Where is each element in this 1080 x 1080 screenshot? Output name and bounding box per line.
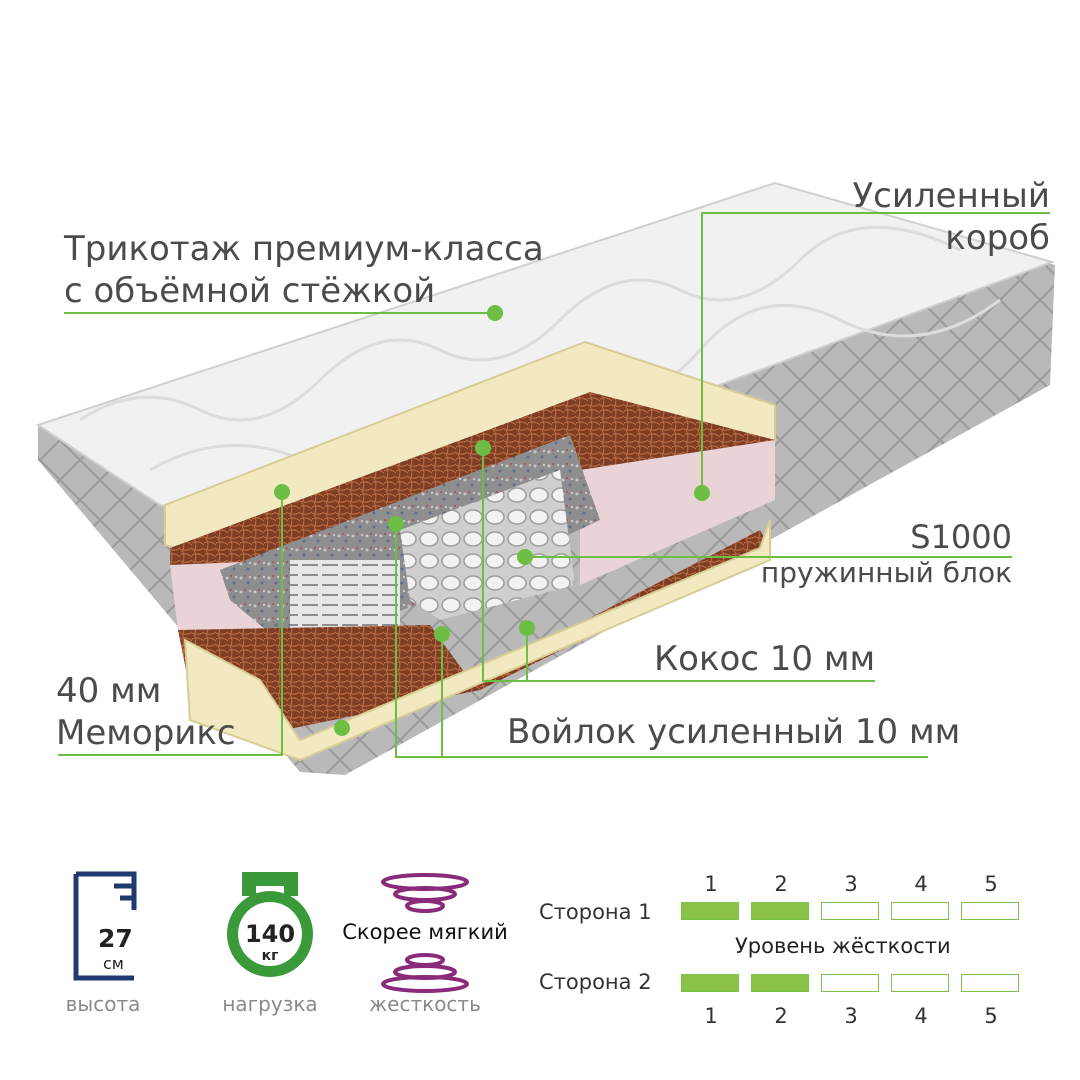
stiffness-title: Уровень жёсткости xyxy=(735,934,951,958)
label-coconut: Кокос 10 мм xyxy=(654,639,876,679)
side1-level-cell-1 xyxy=(681,902,739,920)
label-felt: Войлок усиленный 10 мм xyxy=(507,712,961,752)
mattress-illustration xyxy=(35,181,1056,775)
label-reinforced-box-line2: короб xyxy=(945,218,1050,258)
label-knit-cover: Трикотаж премиум-класса с объёмной стёжк… xyxy=(64,228,544,312)
level-label: 4 xyxy=(914,872,928,896)
level-label: 1 xyxy=(704,872,718,896)
side1-level-cell-5 xyxy=(961,902,1019,920)
level-label: 1 xyxy=(704,1004,718,1028)
label-spring-block-desc: пружинный блок xyxy=(760,556,1012,589)
side2-level-cell-1 xyxy=(681,974,739,992)
height-unit: см xyxy=(103,954,124,973)
level-label: 4 xyxy=(914,1004,928,1028)
side2-label: Сторона 2 xyxy=(539,970,652,994)
load-unit: кг xyxy=(261,948,279,964)
height-caption: высота xyxy=(65,992,141,1016)
label-spring-block-model: S1000 xyxy=(910,518,1012,556)
level-label: 5 xyxy=(984,872,998,896)
level-label: 3 xyxy=(844,1004,858,1028)
load-caption: нагрузка xyxy=(222,992,318,1016)
firmness-value: Скорее мягкий xyxy=(342,920,508,944)
side2-level-cell-2 xyxy=(751,974,809,992)
spring-top-icon xyxy=(381,873,469,913)
label-knit-cover-line2: с объёмной стёжкой xyxy=(64,271,436,311)
load-value: 140 xyxy=(244,920,296,948)
stiffness-table: 1 2 3 4 5 Сторона 1 Уровень жёсткости Ст… xyxy=(535,868,1055,1038)
label-memorix-thickness: 40 мм xyxy=(56,671,162,711)
firmness-caption: жесткость xyxy=(369,992,481,1016)
level-label: 3 xyxy=(844,872,858,896)
level-label: 5 xyxy=(984,1004,998,1028)
label-knit-cover-line1: Трикотаж премиум-класса xyxy=(64,229,544,269)
label-spring-block: S1000 пружинный блок xyxy=(761,518,1012,590)
level-label: 2 xyxy=(774,1004,788,1028)
side1-label: Сторона 1 xyxy=(539,900,652,924)
weight-icon xyxy=(227,872,313,977)
side1-level-cell-4 xyxy=(891,902,949,920)
height-spec: 27 см высота xyxy=(60,870,150,1020)
label-memorix: 40 мм Меморикс xyxy=(56,670,236,754)
load-spec: 140 кг нагрузка xyxy=(210,868,330,1018)
side2-level-cell-5 xyxy=(961,974,1019,992)
side2-level-cell-4 xyxy=(891,974,949,992)
label-reinforced-box: Усиленный короб xyxy=(852,175,1050,259)
level-label: 2 xyxy=(774,872,788,896)
height-ruler-icon xyxy=(73,871,137,981)
label-memorix-name: Меморикс xyxy=(56,713,236,753)
firmness-spec: Скорее мягкий жесткость xyxy=(330,868,520,1018)
side2-level-cell-3 xyxy=(821,974,879,992)
side1-level-cell-3 xyxy=(821,902,879,920)
spring-bottom-icon xyxy=(381,953,469,993)
height-value: 27 xyxy=(98,924,133,953)
label-reinforced-box-line1: Усиленный xyxy=(852,176,1050,216)
side1-level-cell-2 xyxy=(751,902,809,920)
